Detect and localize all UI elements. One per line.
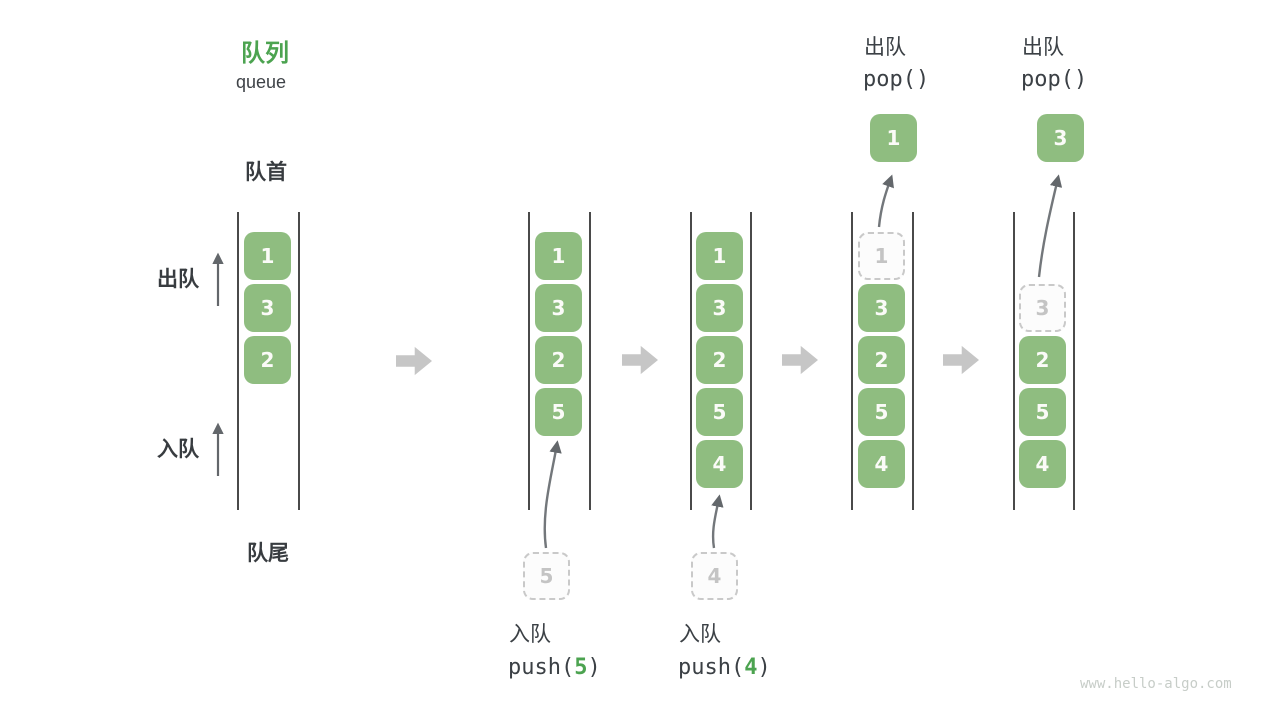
queue-item: 3 <box>696 284 743 332</box>
push-code-close: ) <box>587 655 601 680</box>
queue-item: 2 <box>244 336 291 384</box>
pop-arrow-icon <box>1037 174 1063 278</box>
queue-wall <box>851 212 853 510</box>
push-code-arg: 4 <box>744 655 758 680</box>
diagram-title-zh: 队列 <box>241 40 289 67</box>
queue-wall <box>1073 212 1075 510</box>
queue-item: 2 <box>858 336 905 384</box>
push-code-open: push( <box>678 655 745 680</box>
queue-item: 2 <box>1019 336 1066 384</box>
queue-wall <box>750 212 752 510</box>
queue-item: 5 <box>858 388 905 436</box>
push-code-arg: 5 <box>574 655 588 680</box>
pop-op-label: 出队 <box>1022 36 1064 59</box>
queue-item: 4 <box>1019 440 1066 488</box>
queue-item: 5 <box>696 388 743 436</box>
queue-wall <box>237 212 239 510</box>
pop-op-code: pop() <box>863 67 930 92</box>
push-op-code: push(5) <box>508 655 601 680</box>
queue-item: 1 <box>535 232 582 280</box>
popped-placeholder-item: 3 <box>1019 284 1066 332</box>
dequeue-side-label: 出队 <box>157 268 199 291</box>
push-op-label: 入队 <box>509 623 551 646</box>
staged-push-item: 5 <box>523 552 570 600</box>
queue-item: 3 <box>535 284 582 332</box>
queue-item: 4 <box>696 440 743 488</box>
push-op-label: 入队 <box>679 623 721 646</box>
pop-arrow-icon <box>877 174 894 228</box>
queue-wall <box>589 212 591 510</box>
push-op-code: push(4) <box>678 655 771 680</box>
queue-wall <box>912 212 914 510</box>
enqueue-side-label: 入队 <box>157 438 199 461</box>
diagram-title-en: queue <box>236 72 287 92</box>
queue-wall <box>298 212 300 510</box>
queue-rear-label: 队尾 <box>247 542 289 565</box>
watermark: www.hello-algo.com <box>1080 676 1232 692</box>
queue-item: 5 <box>1019 388 1066 436</box>
queue-wall <box>690 212 692 510</box>
queue-item: 2 <box>535 336 582 384</box>
step-arrow-icon <box>396 346 432 376</box>
popped-placeholder-item: 1 <box>858 232 905 280</box>
pop-op-label: 出队 <box>864 36 906 59</box>
pop-op-code: pop() <box>1021 67 1088 92</box>
staged-push-item: 4 <box>691 552 738 600</box>
step-arrow-icon <box>782 345 818 375</box>
queue-wall <box>528 212 530 510</box>
push-arrow-icon <box>711 494 724 549</box>
popped-item: 1 <box>870 114 917 162</box>
push-code-open: push( <box>508 655 575 680</box>
queue-item: 3 <box>244 284 291 332</box>
queue-item: 1 <box>696 232 743 280</box>
queue-item: 3 <box>858 284 905 332</box>
push-code-close: ) <box>757 655 771 680</box>
queue-item: 4 <box>858 440 905 488</box>
queue-item: 1 <box>244 232 291 280</box>
queue-item: 5 <box>535 388 582 436</box>
queue-front-label: 队首 <box>245 161 287 184</box>
queue-wall <box>1013 212 1015 510</box>
step-arrow-icon <box>943 345 979 375</box>
queue-item: 2 <box>696 336 743 384</box>
step-arrow-icon <box>622 345 658 375</box>
popped-item: 3 <box>1037 114 1084 162</box>
push-arrow-icon <box>543 440 562 549</box>
